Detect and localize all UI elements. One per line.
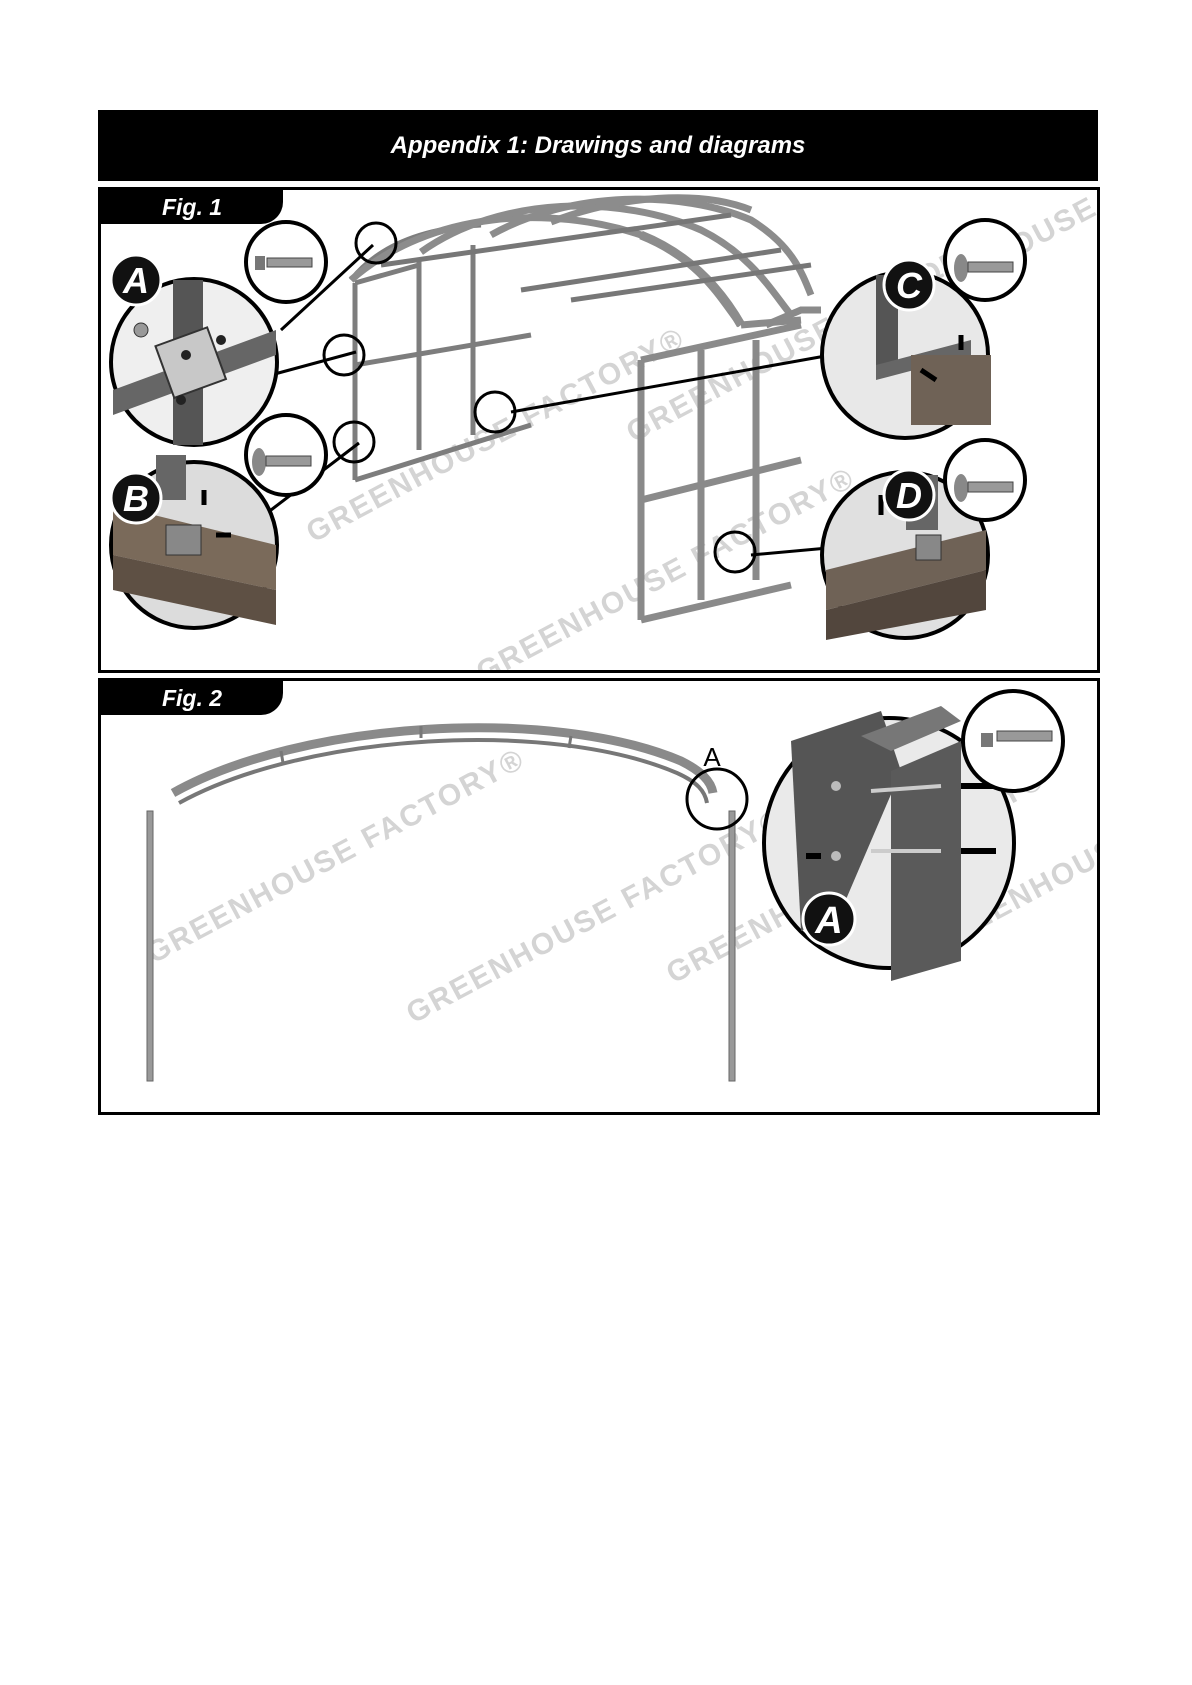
page-title: Appendix 1: Drawings and diagrams <box>391 132 806 160</box>
greenhouse-frame-drawing: A B C D <box>101 190 1097 670</box>
figure-2-label: Fig. 2 <box>101 681 283 715</box>
callout-b: B <box>123 478 149 519</box>
arch-assembly-drawing: A A <box>101 681 1097 1112</box>
callout-a: A <box>122 260 149 301</box>
figure-1-label: Fig. 1 <box>101 190 283 224</box>
callout-c: C <box>896 265 923 306</box>
figure-1-panel: GREENHOUSE FACTORY® GREENHOUSE FACTORY® … <box>98 187 1100 673</box>
detail-c <box>822 220 1025 438</box>
detail-d <box>822 440 1025 640</box>
page-header: Appendix 1: Drawings and diagrams <box>98 110 1098 181</box>
callout-label-a: A <box>703 742 721 772</box>
callout-d: D <box>896 475 922 516</box>
figure-2-panel: GREENHOUSE FACTORY® GREENHOUSE FACTORY® … <box>98 678 1100 1115</box>
callout-a-badge: A <box>814 900 842 942</box>
detail-a-fig2: A <box>764 691 1063 981</box>
